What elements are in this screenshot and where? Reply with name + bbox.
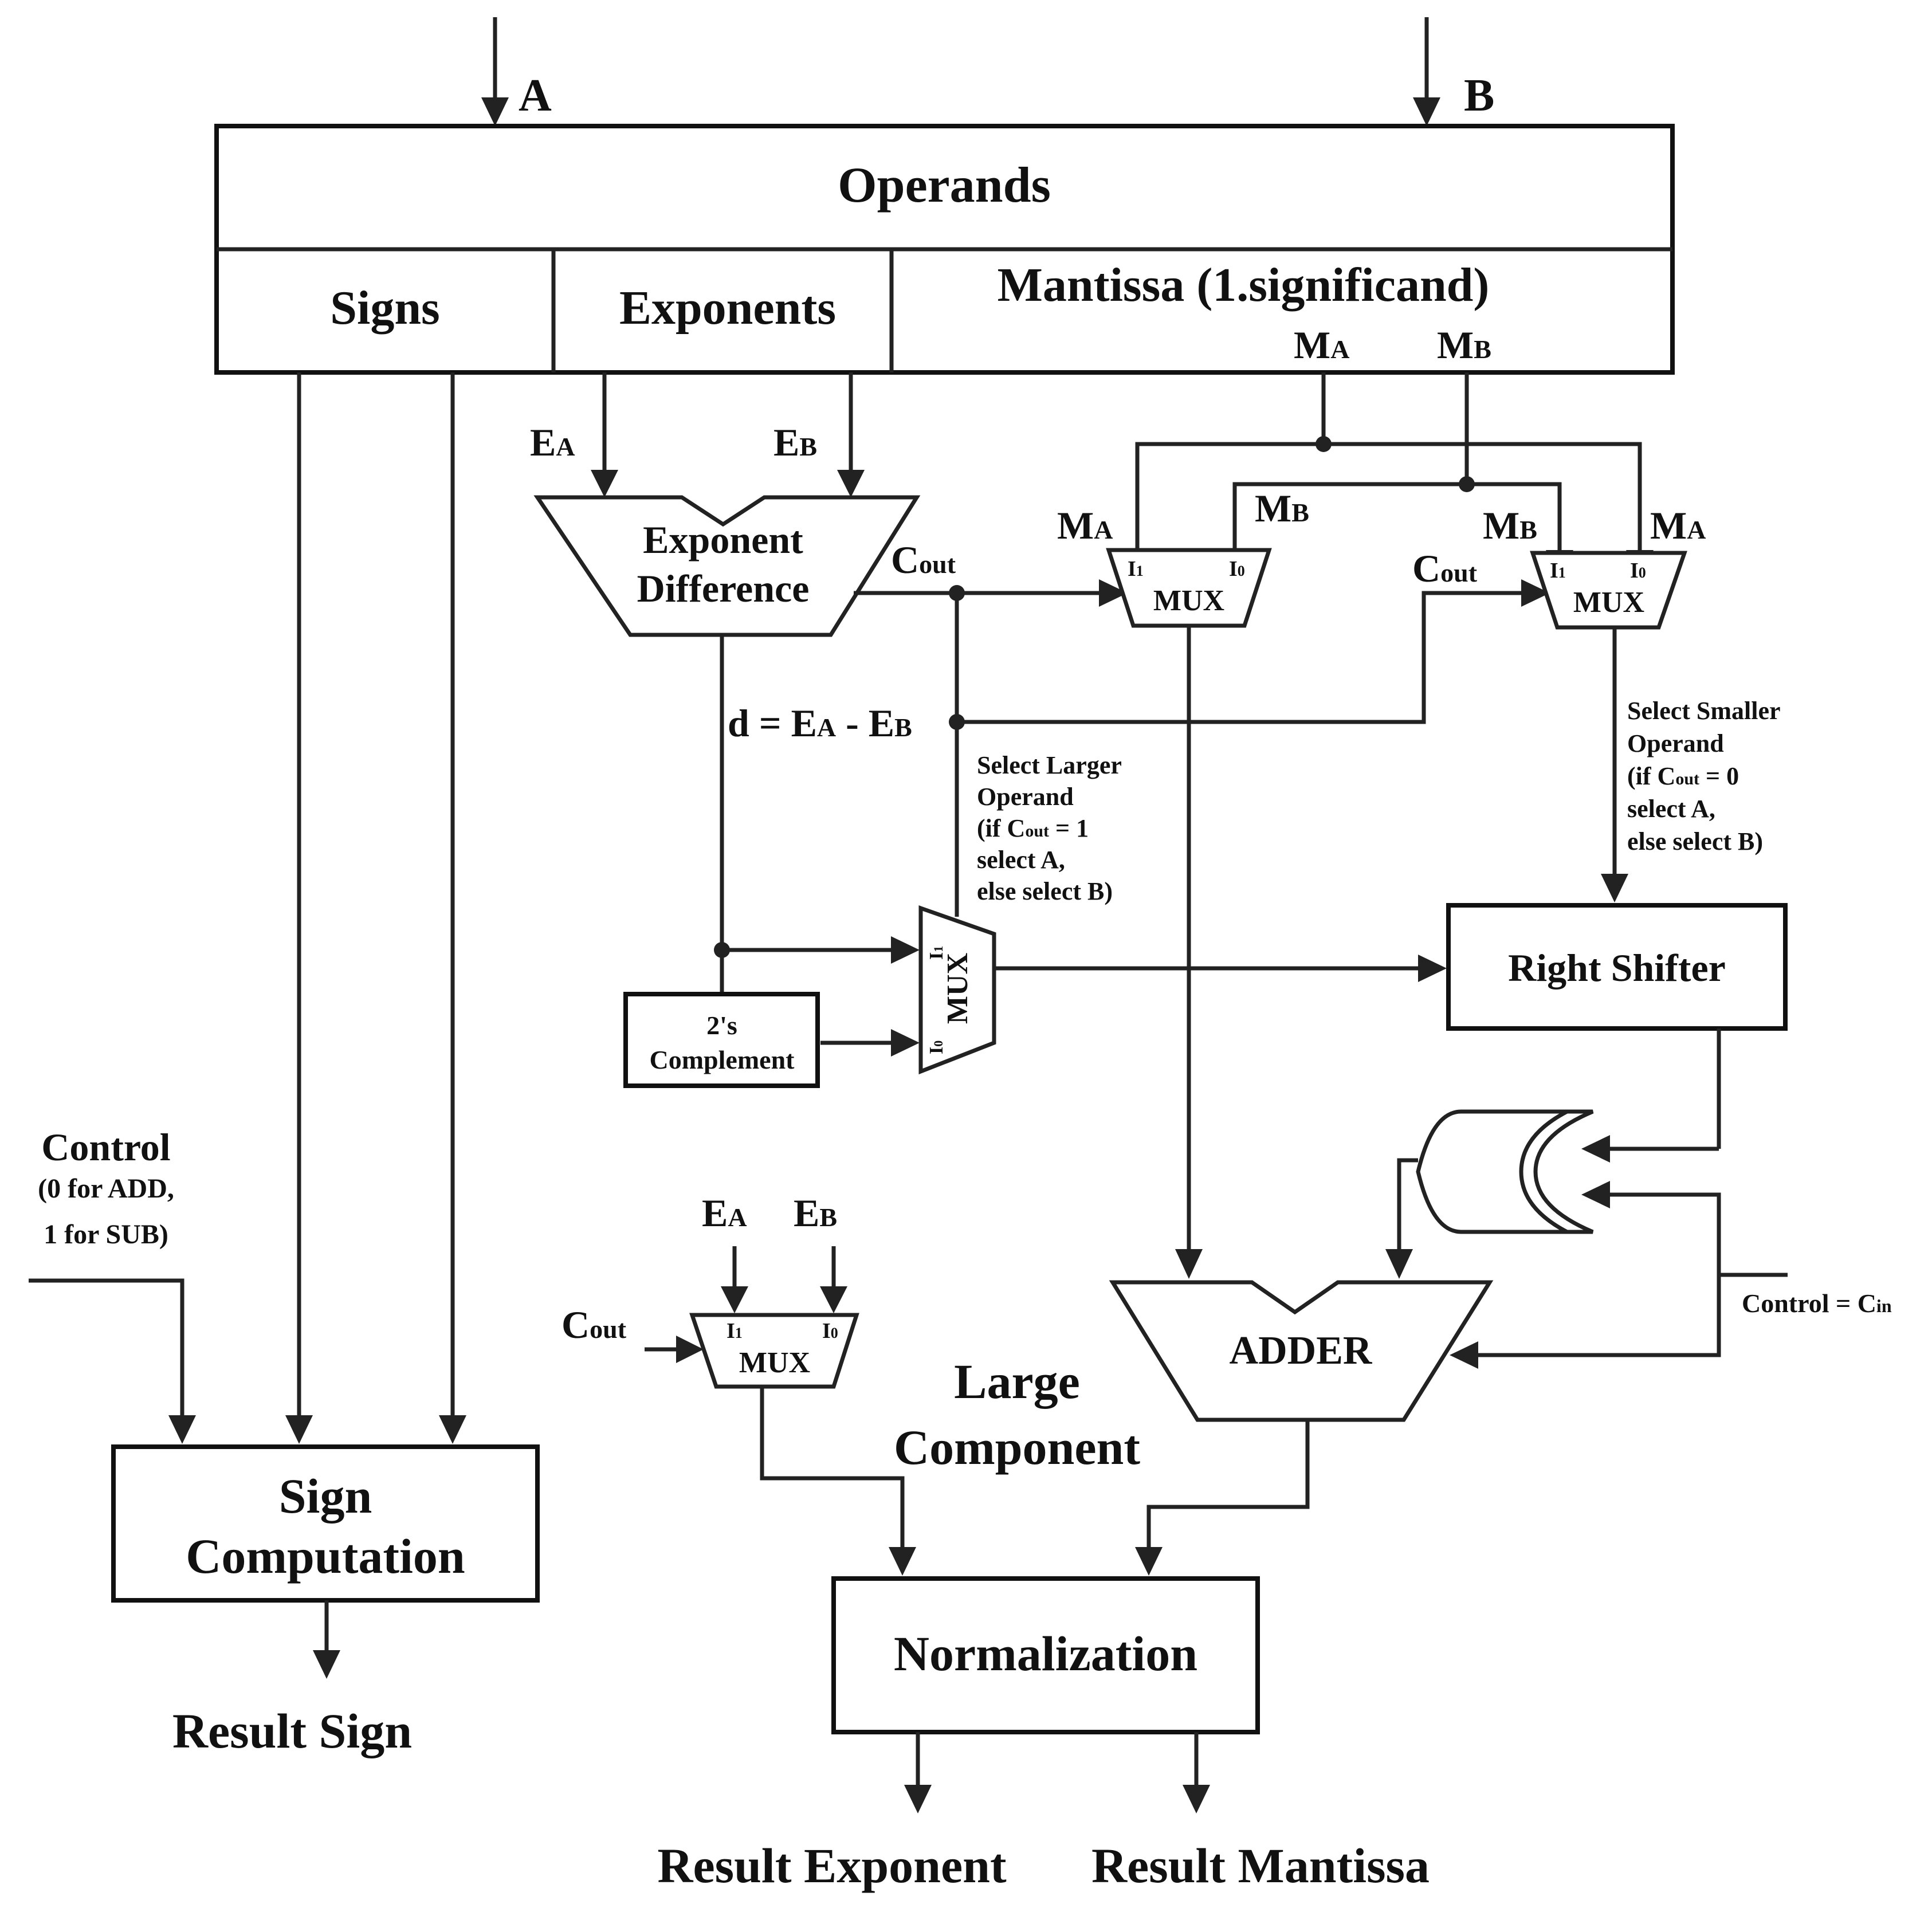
- svg-text:select A,: select A,: [977, 846, 1065, 874]
- exponent-mux-inputs: [645, 1246, 847, 1363]
- exponent-difference-line1: Exponent: [643, 518, 803, 562]
- mux1-label: MUX: [1153, 584, 1224, 617]
- mux4-label: MUX: [739, 1346, 810, 1379]
- cout-label-2: Cout: [1412, 547, 1478, 590]
- mux1-ma-label: MA: [1057, 504, 1113, 547]
- result-sign-label: Result Sign: [172, 1703, 412, 1758]
- mux4-i1: I1: [727, 1319, 743, 1343]
- d-equation-label: d = EA - EB: [728, 701, 912, 745]
- control-line2: 1 for SUB): [44, 1219, 168, 1250]
- adder-block: [1109, 1280, 1494, 1422]
- control-line1: (0 for ADD,: [38, 1173, 174, 1204]
- mux3-label: MUX: [941, 953, 974, 1024]
- sign-wires: [29, 372, 466, 1444]
- input-a-label: A: [519, 70, 552, 121]
- cout-bottom-label: Cout: [561, 1303, 627, 1346]
- mb-top-label: MB: [1437, 323, 1491, 367]
- operands-title: Operands: [838, 158, 1051, 213]
- right-shifter-label: Right Shifter: [1508, 946, 1726, 990]
- sign-computation-line2: Computation: [186, 1529, 465, 1584]
- mux-exponent: [689, 1313, 859, 1389]
- mux1-i0: I0: [1229, 557, 1245, 581]
- large-component-line2: Component: [894, 1420, 1140, 1475]
- input-a-arrow: [481, 17, 509, 126]
- mux1-mb-label: MB: [1255, 486, 1309, 530]
- select-larger-note: Select Larger Operand (if Cout = 1 selec…: [977, 751, 1122, 905]
- normalization-block: [831, 1576, 1260, 1734]
- mux2-ma-label: MA: [1650, 504, 1706, 547]
- large-component-line1: Large: [954, 1354, 1080, 1409]
- svg-text:Operand: Operand: [1627, 729, 1724, 757]
- exponents-label: Exponents: [619, 281, 836, 335]
- mux1-i1: I1: [1128, 557, 1144, 581]
- sign-computation-block: [111, 1444, 540, 1603]
- shift-amount-wire: [994, 955, 1447, 982]
- mux3-i1: I1: [926, 946, 947, 960]
- cout-label-1: Cout: [891, 538, 956, 582]
- result-mantissa-label: Result Mantissa: [1091, 1838, 1430, 1893]
- ea-label: EA: [530, 421, 575, 464]
- twos-complement-block: [623, 992, 820, 1088]
- sign-output-arrow: [313, 1600, 340, 1679]
- svg-text:(if Cout = 0: (if Cout = 0: [1627, 762, 1739, 790]
- exponent-difference-line2: Difference: [637, 567, 810, 610]
- exponent-difference-unit: [533, 495, 921, 637]
- mantissa-label: Mantissa (1.significand): [998, 258, 1490, 312]
- result-exponent-label: Result Exponent: [657, 1838, 1007, 1893]
- mux4-i0: I0: [822, 1319, 838, 1343]
- twos-complement-line1: 2's: [706, 1011, 737, 1040]
- normalization-inputs: [760, 1387, 1310, 1576]
- mux2-mb-label: MB: [1483, 504, 1537, 547]
- sign-computation-line1: Sign: [279, 1469, 372, 1524]
- control-cin-label: Control = Cin: [1742, 1289, 1892, 1318]
- normalization-outputs: [904, 1732, 1210, 1813]
- cout-wires: [854, 579, 1550, 917]
- mux3-i0: I0: [926, 1041, 947, 1054]
- svg-text:select A,: select A,: [1627, 795, 1715, 823]
- xor-gate: [1385, 1028, 1788, 1369]
- mux-shift-amount: [918, 905, 996, 1075]
- eb-bottom-label: EB: [794, 1191, 837, 1235]
- normalization-label: Normalization: [894, 1626, 1197, 1681]
- d-wires: [714, 635, 920, 1057]
- mux2-i1: I1: [1550, 559, 1566, 583]
- adder-label: ADDER: [1230, 1329, 1373, 1373]
- smaller-operand-wire: [1601, 627, 1628, 902]
- mux2-label: MUX: [1573, 586, 1644, 619]
- signs-label: Signs: [330, 281, 439, 335]
- input-b-arrow: [1413, 17, 1440, 126]
- eb-label: EB: [773, 421, 817, 464]
- twos-complement-line2: Complement: [650, 1045, 795, 1074]
- control-title: Control: [41, 1125, 170, 1169]
- right-shifter-block: [1446, 903, 1788, 1031]
- svg-text:else select B): else select B): [977, 877, 1113, 905]
- svg-text:(if Cout = 1: (if Cout = 1: [977, 814, 1089, 842]
- ea-bottom-label: EA: [702, 1191, 747, 1235]
- svg-text:Select Smaller: Select Smaller: [1627, 697, 1781, 725]
- operands-block: [214, 124, 1675, 375]
- ma-top-label: MA: [1294, 323, 1349, 367]
- mux-smaller-operand: [1530, 551, 1687, 630]
- svg-text:Operand: Operand: [977, 783, 1074, 811]
- svg-text:Select Larger: Select Larger: [977, 751, 1122, 779]
- input-b-label: B: [1464, 70, 1494, 121]
- mantissa-wires: [1124, 372, 1654, 579]
- mux2-i0: I0: [1630, 559, 1646, 583]
- larger-operand-wire: [1175, 626, 1203, 1279]
- svg-text:else select B): else select B): [1627, 827, 1763, 855]
- exponent-wires: [591, 372, 865, 497]
- select-smaller-note: Select Smaller Operand (if Cout = 0 sele…: [1627, 697, 1781, 855]
- mux-larger-operand: [1106, 548, 1272, 628]
